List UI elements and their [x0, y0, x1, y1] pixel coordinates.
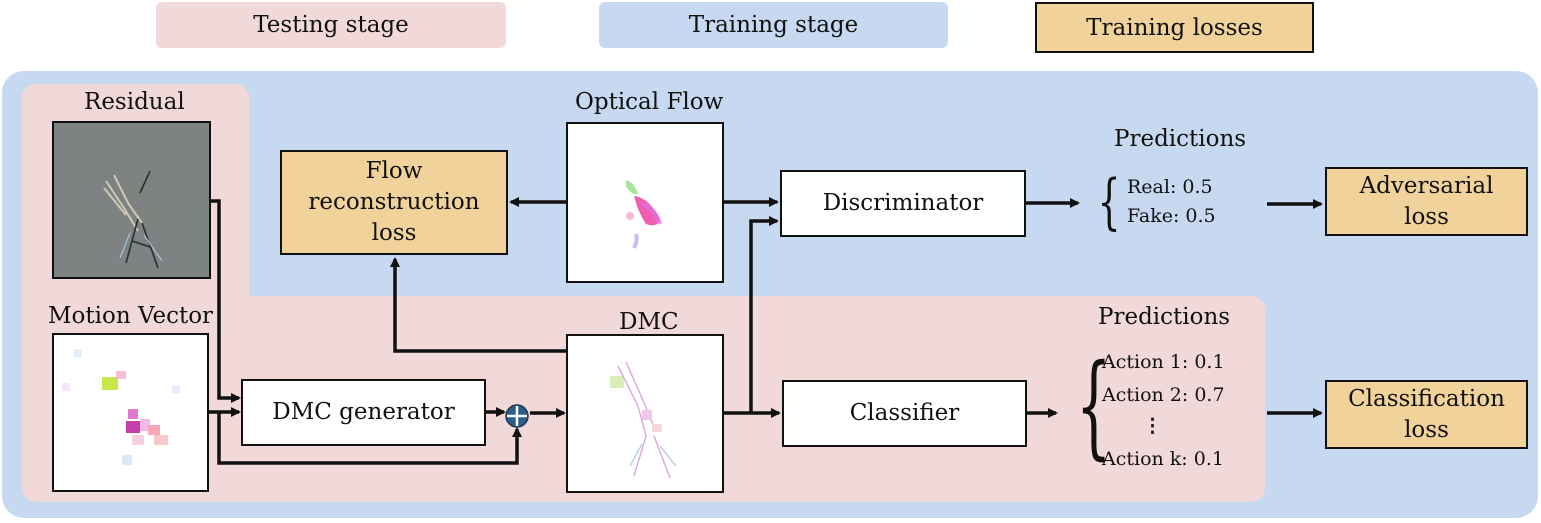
residual-to-generator-arrow: [211, 199, 241, 403]
prediction-action-k: Action k: 0.1: [1102, 448, 1224, 470]
dmc-generator-box: DMC generator: [241, 379, 486, 446]
adversarial-loss-box: Adversarial loss: [1325, 167, 1528, 236]
prediction-fake: Fake: 0.5: [1127, 205, 1216, 227]
optical-flow-image: [566, 122, 724, 283]
prediction-action-1: Action 1: 0.1: [1102, 351, 1225, 373]
motion-vector-title: Motion Vector: [48, 303, 214, 329]
legend-testing-stage: Testing stage: [156, 2, 506, 48]
prediction-ellipsis: ⋮: [1143, 415, 1162, 437]
residual-title: Residual: [84, 89, 185, 115]
legend-testing-label: Testing stage: [253, 12, 409, 38]
discriminator-label: Discriminator: [822, 190, 984, 216]
flow-loss-line-1: Flow: [365, 158, 423, 184]
predictions-top-brace: {: [1097, 167, 1121, 237]
classification-loss-line-2: loss: [1404, 416, 1449, 443]
classification-loss-line-1: Classification: [1348, 385, 1505, 412]
adversarial-loss-line-2: loss: [1404, 203, 1449, 230]
legend-training-losses: Training losses: [1035, 2, 1314, 53]
predictions-top-title: Predictions: [1114, 126, 1247, 152]
dmc-to-discriminator-arrow: [749, 216, 779, 413]
legend-training-label: Training stage: [688, 12, 859, 38]
motion-vector-image: [52, 333, 209, 492]
prediction-action-2: Action 2: 0.7: [1102, 384, 1225, 406]
prediction-real: Real: 0.5: [1127, 176, 1213, 198]
flow-loss-line-2: reconstruction: [308, 189, 480, 215]
sum-node-icon: [505, 404, 529, 428]
mv-to-sum-arrow: [217, 412, 522, 465]
adversarial-loss-line-1: Adversarial: [1359, 172, 1494, 199]
flow-loss-line-3: loss: [371, 220, 417, 246]
discriminator-box: Discriminator: [780, 170, 1026, 237]
legend-losses-label: Training losses: [1086, 14, 1263, 41]
legend-training-stage: Training stage: [599, 2, 948, 48]
predictions-bottom-title: Predictions: [1098, 304, 1231, 330]
residual-image: [52, 121, 211, 279]
flow-reconstruction-loss-box: Flow reconstruction loss: [280, 150, 508, 255]
dmc-image: [566, 334, 724, 493]
optical-flow-title: Optical Flow: [575, 89, 724, 115]
dmc-generator-label: DMC generator: [272, 399, 455, 425]
dmc-title: DMC: [619, 309, 679, 335]
classifier-box: Classifier: [782, 380, 1027, 447]
predictions-bottom-brace: {: [1075, 341, 1112, 471]
classifier-label: Classifier: [849, 400, 960, 426]
dmc-to-loss-arrow: [390, 257, 566, 353]
classification-loss-box: Classification loss: [1325, 380, 1528, 449]
